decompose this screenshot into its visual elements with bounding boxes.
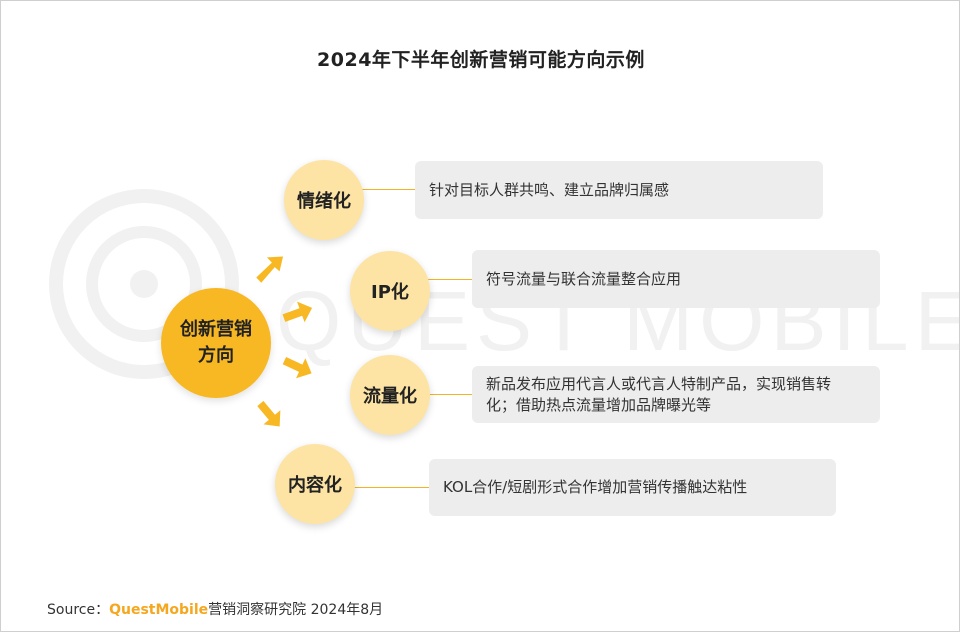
description-box: 针对目标人群共鸣、建立品牌归属感 (415, 161, 823, 219)
connector-line (353, 487, 431, 488)
center-topic-line1: 创新营销 (180, 319, 252, 340)
arrow-icon (282, 301, 313, 323)
connector-line (426, 279, 474, 280)
source-brand: QuestMobile (109, 602, 209, 618)
source-note: Source：QuestMobile营销洞察研究院 2024年8月 (47, 599, 383, 619)
node-label: IP化 (371, 282, 409, 303)
arrow-icon (282, 357, 312, 379)
node-emotional: 情绪化 (284, 160, 364, 240)
node-label: 流量化 (363, 386, 417, 407)
description-box: 新品发布应用代言人或代言人特制产品，实现销售转 化；借助热点流量增加品牌曝光等 (472, 366, 880, 423)
description-text-line1: 新品发布应用代言人或代言人特制产品，实现销售转 (486, 374, 832, 393)
arrow-icon (257, 401, 281, 427)
arrow-icon (256, 256, 284, 283)
page-title: 2024年下半年创新营销可能方向示例 (317, 49, 645, 71)
description-box: KOL合作/短剧形式合作增加营销传播触达粘性 (429, 459, 836, 516)
description-box: 符号流量与联合流量整合应用 (472, 250, 880, 308)
description-text: KOL合作/短剧形式合作增加营销传播触达粘性 (443, 478, 748, 496)
description-text: 针对目标人群共鸣、建立品牌归属感 (429, 180, 670, 199)
node-content: 内容化 (275, 444, 355, 524)
node-label: 情绪化 (297, 191, 351, 212)
description-text-line2: 化；借助热点流量增加品牌曝光等 (486, 395, 712, 414)
node-label: 内容化 (288, 475, 342, 496)
center-topic-circle: 创新营销 方向 (161, 288, 271, 398)
center-topic-line2: 方向 (198, 345, 234, 366)
node-ip: IP化 (350, 251, 430, 331)
connector-line (361, 189, 417, 190)
source-suffix: 营销洞察研究院 2024年8月 (208, 602, 384, 618)
description-text: 符号流量与联合流量整合应用 (486, 269, 682, 288)
source-prefix: Source： (47, 602, 110, 618)
connector-line (426, 394, 474, 395)
node-traffic: 流量化 (350, 355, 430, 435)
